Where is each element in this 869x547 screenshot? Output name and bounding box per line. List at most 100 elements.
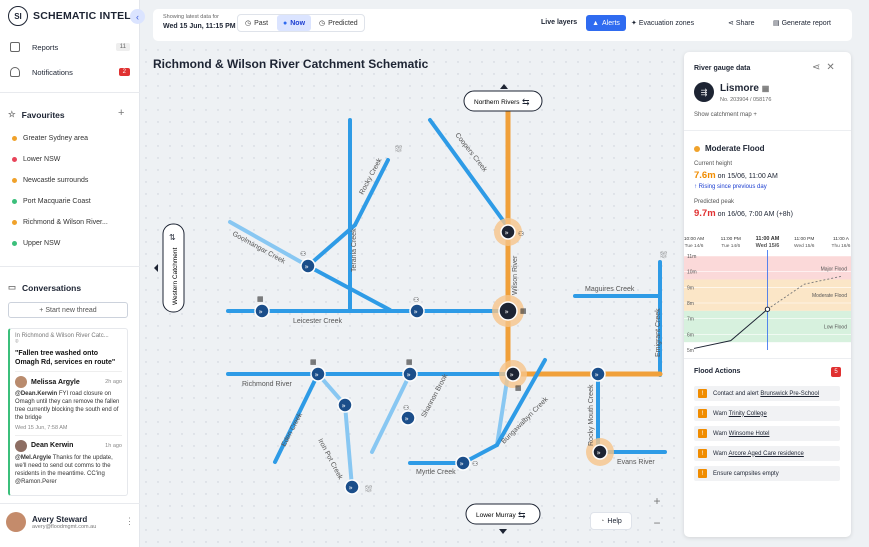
flood-action-text: Ensure campsites empty bbox=[713, 471, 779, 477]
flood-action-item[interactable]: !Warn Trinity College bbox=[694, 406, 840, 421]
favourite-item[interactable]: Upper NSW bbox=[12, 240, 60, 247]
gauge-node[interactable]: » bbox=[344, 479, 360, 495]
gauge-node-circle bbox=[500, 224, 516, 240]
divider bbox=[684, 130, 851, 131]
gauge-node[interactable]: » bbox=[402, 366, 418, 382]
zoom-in-button[interactable]: + bbox=[653, 494, 661, 508]
river-rocky-creek[interactable] bbox=[353, 158, 390, 227]
nav-notifications[interactable]: Notifications 2 bbox=[10, 63, 130, 81]
mention[interactable]: @Dean.Kerwin bbox=[15, 391, 58, 398]
close-icon[interactable]: ✕ bbox=[826, 62, 841, 73]
past-button[interactable]: ◷Past bbox=[239, 15, 274, 31]
alerts-toggle[interactable]: ▲Alerts bbox=[586, 15, 626, 31]
share-icon: ⋖ bbox=[728, 20, 736, 27]
predicted-button[interactable]: ◷Predicted bbox=[313, 15, 364, 31]
dam-icon[interactable]: ⛆ bbox=[365, 484, 372, 495]
gauge-node[interactable]: » bbox=[310, 366, 326, 382]
warning-icon: ! bbox=[698, 389, 707, 398]
west-catchment-chip[interactable]: Western Catchment ⇅ bbox=[154, 223, 185, 313]
dam-icon[interactable]: ⛆ bbox=[660, 250, 667, 261]
gauge-node-circle bbox=[344, 479, 360, 495]
more-icon[interactable]: ⋮ bbox=[125, 516, 134, 526]
nav-reports-label: Reports bbox=[32, 42, 59, 52]
gauge-node[interactable]: » bbox=[409, 303, 425, 319]
gauge-arrow-icon: » bbox=[597, 449, 601, 457]
favourite-item[interactable]: Richmond & Wilson River... bbox=[12, 219, 108, 226]
favourite-item[interactable]: Lower NSW bbox=[12, 156, 60, 163]
show-catchment-map-button[interactable]: Show catchment map + bbox=[694, 112, 757, 118]
evacuation-zones-toggle[interactable]: ✦ Evacuation zones bbox=[631, 19, 694, 27]
gauge-node[interactable]: » bbox=[505, 366, 521, 382]
flood-action-link[interactable]: Winsome Hotel bbox=[728, 430, 770, 437]
brand[interactable]: SI SCHEMATIC INTEL bbox=[8, 6, 131, 26]
collapse-sidebar-icon[interactable]: ‹ bbox=[130, 9, 145, 24]
new-thread-button[interactable]: + Start new thread bbox=[8, 302, 128, 318]
gauge-node[interactable]: » bbox=[592, 444, 608, 460]
river-shannon-brook[interactable] bbox=[370, 372, 412, 454]
help-button[interactable]: ◔ Help bbox=[590, 512, 632, 530]
user-profile[interactable]: Avery Steward avery@floodmgmt.com.au bbox=[6, 512, 96, 532]
gauge-node[interactable]: » bbox=[400, 410, 416, 426]
predicted-peak-label: Predicted peak bbox=[694, 199, 735, 205]
north-catchment-chip[interactable]: Northern Rivers ⇆ bbox=[463, 84, 543, 112]
building-icon[interactable]: ▦ bbox=[406, 358, 413, 366]
flood-action-link[interactable]: Trinity College bbox=[728, 410, 767, 417]
observed-line bbox=[693, 308, 768, 349]
river-bungawalbyn-upper[interactable] bbox=[495, 358, 547, 447]
add-favourite-button[interactable]: + bbox=[118, 107, 125, 119]
favourite-item[interactable]: Greater Sydney area bbox=[12, 135, 88, 142]
river-coopers-creek[interactable] bbox=[428, 118, 512, 232]
live-dot-icon: ● bbox=[283, 19, 288, 27]
flood-action-item[interactable]: !Ensure campsites empty bbox=[694, 466, 840, 481]
river-iron-pot-creek[interactable] bbox=[343, 403, 354, 489]
people-icon[interactable]: ⚇ bbox=[403, 404, 409, 412]
gauge-node[interactable]: » bbox=[500, 224, 516, 240]
gauge-node[interactable]: » bbox=[337, 397, 353, 413]
gauge-node[interactable]: » bbox=[455, 455, 471, 471]
people-icon[interactable]: ⚇ bbox=[518, 230, 524, 238]
gauge-node[interactable]: » bbox=[590, 366, 606, 382]
gauge-node[interactable]: » bbox=[254, 303, 270, 319]
people-icon[interactable]: ⚇ bbox=[413, 296, 419, 304]
flood-action-item[interactable]: !Contact and alert Brunswick Pre-School bbox=[694, 386, 840, 401]
predicted-line bbox=[767, 275, 842, 310]
nav-reports[interactable]: Reports 11 bbox=[10, 38, 130, 56]
mention[interactable]: @Mel.Argyle bbox=[15, 454, 52, 461]
dam-icon[interactable]: ⛆ bbox=[395, 144, 402, 155]
conversation-card[interactable]: In Richmond & Wilson River Catc... ⌾ "Fa… bbox=[8, 328, 128, 496]
sidebar: SI SCHEMATIC INTEL Reports 11 Notificati… bbox=[0, 0, 140, 547]
clock-icon: ◷ bbox=[245, 20, 252, 27]
river-goolmangar-creek[interactable] bbox=[228, 220, 310, 268]
flood-action-item[interactable]: !Warn Arcore Aged Care residence bbox=[694, 446, 840, 461]
share-icon[interactable]: ⋖ bbox=[812, 62, 827, 73]
flood-action-link[interactable]: Arcore Aged Care residence bbox=[728, 450, 804, 457]
river-rocky-creek-lower[interactable] bbox=[306, 223, 357, 268]
river-eden-creek[interactable] bbox=[273, 372, 320, 464]
zoom-out-button[interactable]: − bbox=[653, 516, 661, 530]
x-tick-time: 11:00 PM bbox=[721, 236, 741, 242]
building-icon[interactable]: ▦ bbox=[520, 307, 527, 315]
people-icon[interactable]: ⚇ bbox=[472, 460, 478, 468]
gauge-node-circle bbox=[455, 455, 471, 471]
share-button[interactable]: ⋖ Share bbox=[728, 19, 755, 27]
catchment-schematic-map[interactable]: » » » » » » » » » » » » » » ⛆ ⛆ ⛆ ▦ ▦ ▦ ▦ ▦ ⚇ ⚇ ⚇ ⚇ ⚇… bbox=[140, 44, 685, 547]
gauge-node[interactable]: » bbox=[498, 301, 518, 321]
river-goolmangar-lower[interactable] bbox=[306, 264, 392, 312]
flood-action-link[interactable]: Brunswick Pre-School bbox=[760, 390, 820, 397]
chip-label: Lower Murray bbox=[476, 512, 516, 519]
gauge-node[interactable]: » bbox=[300, 258, 316, 274]
generate-report-button[interactable]: ▤ Generate report bbox=[773, 19, 831, 27]
building-icon[interactable]: ▦ bbox=[310, 358, 317, 366]
flood-actions-title: Flood Actions bbox=[694, 368, 741, 375]
favourite-item[interactable]: Newcastle surrounds bbox=[12, 177, 88, 184]
building-icon[interactable]: ▦ bbox=[515, 384, 522, 392]
now-button[interactable]: ●Now bbox=[277, 15, 312, 31]
favourite-item[interactable]: Port Macquarie Coast bbox=[12, 198, 91, 205]
flood-status-label: Moderate Flood bbox=[705, 144, 765, 153]
south-catchment-chip[interactable]: Lower Murray ⇆ bbox=[465, 503, 541, 534]
building-icon[interactable]: ▦ bbox=[257, 295, 264, 303]
building-icon: ▦ bbox=[761, 84, 770, 93]
people-icon[interactable]: ⚇ bbox=[300, 250, 306, 258]
flood-action-item[interactable]: !Warn Winsome Hotel bbox=[694, 426, 840, 441]
